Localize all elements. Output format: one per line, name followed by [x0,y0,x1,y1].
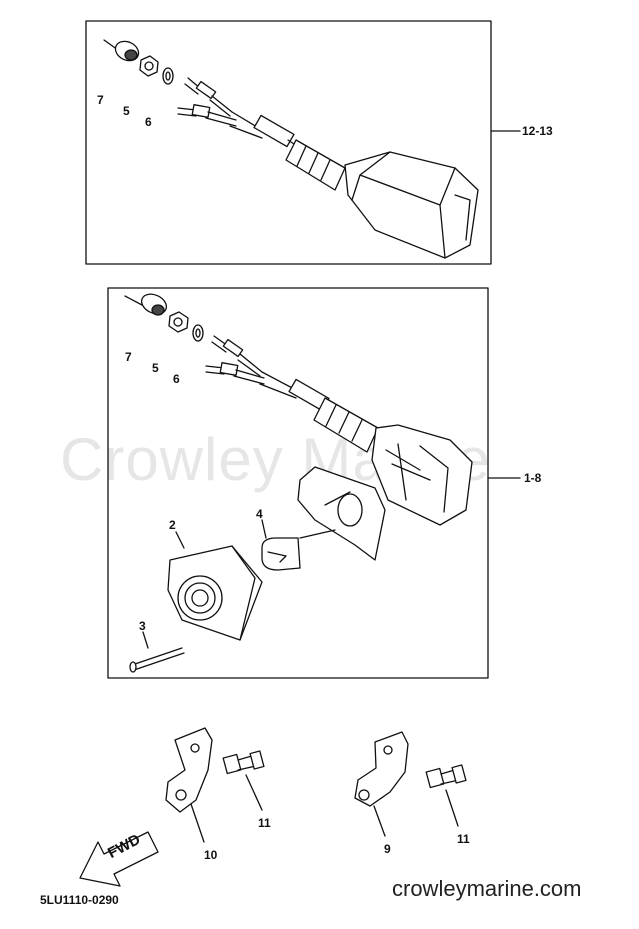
top-washer-part [162,67,174,85]
top-cap-part [103,39,140,62]
right-bracket-part [354,731,409,837]
callout-top-nut: 5 [123,104,130,118]
top-lamp-housing-part [344,151,479,259]
bottom-assembly-frame [107,287,489,679]
bottom-housing-part [371,424,473,526]
top-wiring-part [177,77,301,149]
callout-left-bolt: 11 [258,816,271,830]
top-assembly-frame [85,20,492,265]
callout-top-washer: 6 [145,115,152,129]
callout-lens: 2 [169,518,176,532]
callout-top-cap: 7 [97,93,104,107]
site-name: crowleymarine.com [392,876,582,901]
range-label-top: 12-13 [522,124,553,138]
callout-bottom-cap: 7 [125,350,132,364]
bottom-bulb-part [261,519,301,571]
callout-left-bracket: 10 [204,848,218,862]
callout-bottom-nut: 5 [152,361,159,375]
bottom-boot-part [313,397,379,453]
callout-right-bracket: 9 [384,842,391,856]
top-boot-part [285,139,346,191]
bottom-socket-plate-part [297,466,386,561]
bottom-washer-part [192,324,204,342]
bottom-cap-part [124,293,168,316]
bottom-screw-part [129,631,185,673]
bottom-lens-part [167,531,263,641]
diagram-code: 5LU1110-0290 [40,893,119,907]
top-nut-part [139,55,159,77]
callout-bottom-washer: 6 [173,372,180,386]
left-bracket-part [165,727,213,843]
left-bolt-part [222,750,265,811]
callout-right-bolt: 11 [457,832,470,846]
callout-bulb: 4 [256,507,263,521]
fwd-arrow-icon [79,831,159,887]
callout-screw: 3 [139,619,146,633]
bottom-nut-part [168,311,189,333]
range-label-bottom: 1-8 [524,471,542,485]
right-bolt-part [425,764,467,827]
bottom-wiring-part [205,335,330,412]
